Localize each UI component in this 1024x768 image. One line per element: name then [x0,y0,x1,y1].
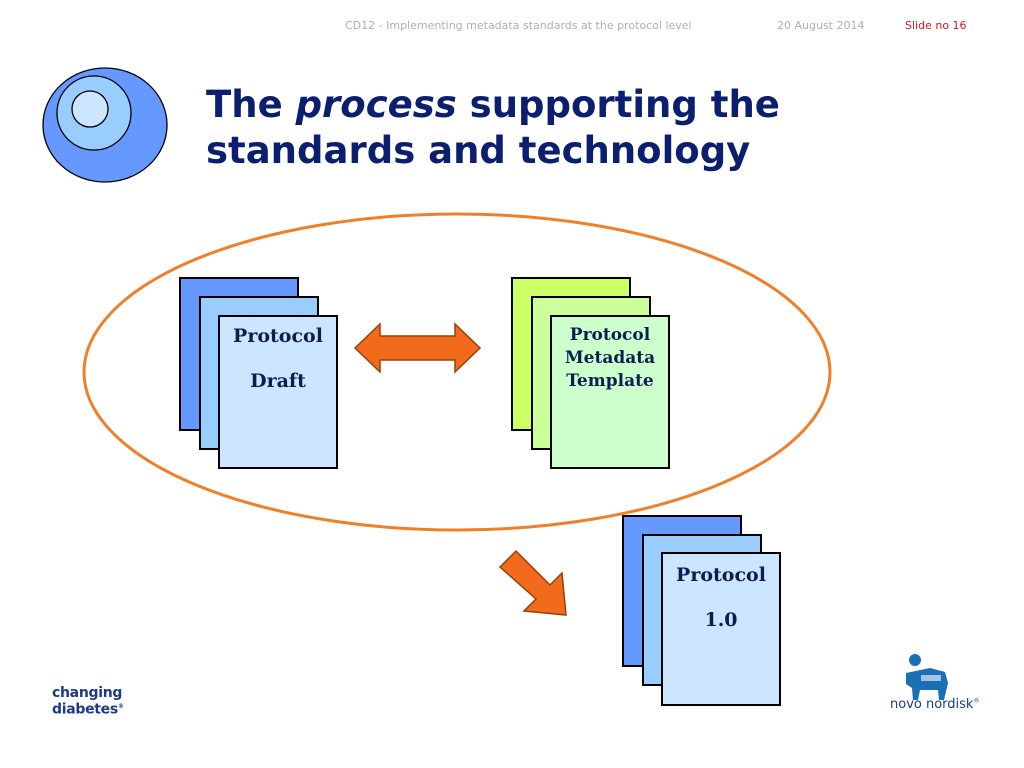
novo-nordisk-text: novo nordisk [890,697,974,712]
protocol-metadata-template-line1: Protocol [569,325,651,345]
document-title: CD12 - Implementing metadata standards a… [345,19,692,32]
slide-date: 20 August 2014 [777,19,865,32]
protocol-draft-line1: Protocol [233,325,323,347]
title-part-2: supporting the standards and technology [206,83,780,172]
protocol-metadata-template-line3: Template [566,371,654,391]
double-arrow [353,322,482,374]
slide-number: Slide no 16 [905,19,967,32]
slide-title: The process supporting the standards and… [206,82,966,174]
process-ellipse [82,212,832,532]
protocol-metadata-template-line2: Metadata [564,348,656,368]
target-circles-icon [42,67,168,183]
protocol-draft-line2: Draft [250,370,306,392]
protocol-draft-stack [179,277,338,469]
title-emphasis: process [295,83,457,126]
slide-header: CD12 - Implementing metadata standards a… [0,19,1024,35]
title-part-1: The [206,83,296,126]
changing-diabetes-line2: diabetes [52,701,118,718]
changing-diabetes-line1: changing [52,685,123,701]
bull-logo-icon [906,654,948,700]
novo-nordisk-logo: novo nordisk® [890,697,980,712]
protocol-draft-label: Protocol Draft [219,324,337,392]
protocol-1-0-stack [622,515,781,706]
protocol-1-0-label: Protocol 1.0 [662,563,780,631]
protocol-metadata-template-label: Protocol Metadata Template [551,324,669,393]
protocol-1-0-line1: Protocol [676,564,766,586]
changing-diabetes-logo: changing diabetes® [52,686,142,717]
diagonal-arrow [498,549,567,616]
protocol-metadata-template-stack [511,277,670,469]
protocol-1-0-line2: 1.0 [704,609,738,631]
